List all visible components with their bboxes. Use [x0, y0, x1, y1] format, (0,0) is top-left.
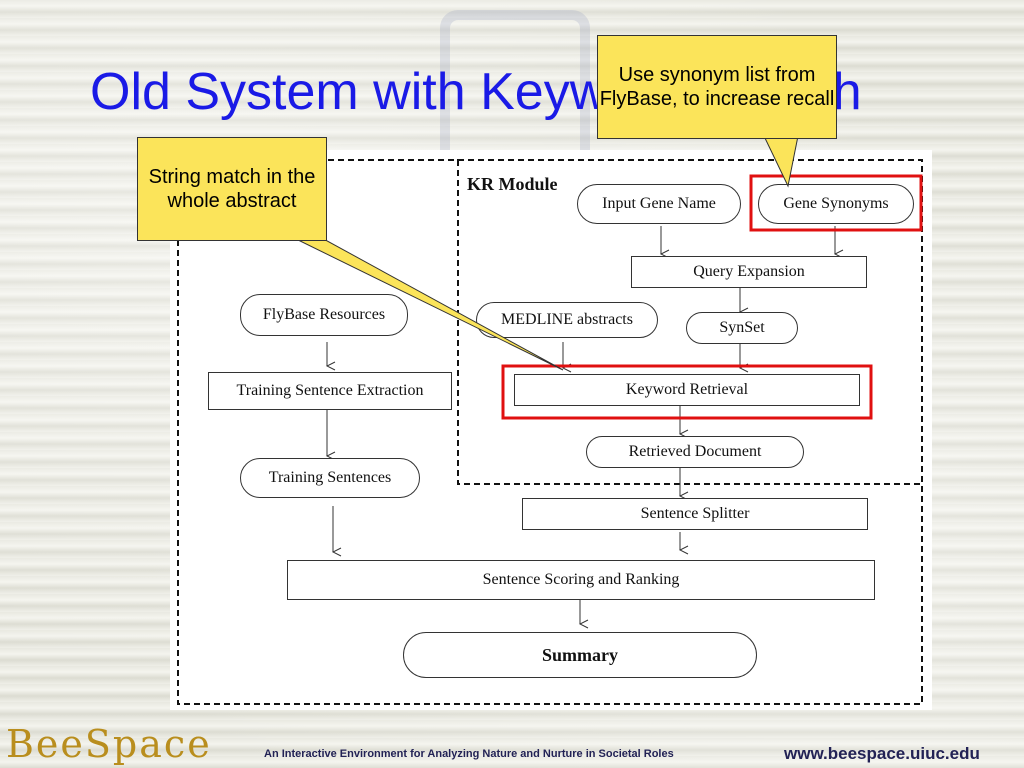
summary-node: Summary [403, 632, 757, 678]
retrieved-document-node: Retrieved Document [586, 436, 804, 468]
kr-module-label: KR Module [467, 174, 558, 194]
synset-node: SynSet [686, 312, 798, 344]
input-gene-name-node: Input Gene Name [577, 184, 741, 224]
gene-synonyms-highlight [749, 174, 923, 232]
sentence-splitter-node: Sentence Splitter [522, 498, 868, 530]
footer-tagline: An Interactive Environment for Analyzing… [264, 748, 674, 760]
string-match-callout: String match in the whole abstract [137, 137, 327, 241]
training-sentences-node: Training Sentences [240, 458, 420, 498]
footer-url[interactable]: www.beespace.uiuc.edu [784, 744, 980, 763]
synonym-list-callout: Use synonym list from FlyBase, to increa… [597, 35, 837, 139]
query-expansion-node: Query Expansion [631, 256, 867, 288]
keyword-retrieval-highlight [501, 364, 873, 420]
beespace-logo: BeeSpace [6, 722, 212, 766]
gene-synonyms-node: Gene Synonyms [758, 184, 914, 224]
outer-dashed-border [177, 159, 923, 705]
medline-abstracts-node: MEDLINE abstracts [476, 302, 658, 338]
flybase-resources-node: FlyBase Resources [240, 294, 408, 336]
sentence-scoring-node: Sentence Scoring and Ranking [287, 560, 875, 600]
diagram-lines [177, 159, 923, 705]
kr-module-border [457, 159, 923, 485]
training-sentence-extraction-node: Training Sentence Extraction [208, 372, 452, 410]
keyword-retrieval-node: Keyword Retrieval [514, 374, 860, 406]
